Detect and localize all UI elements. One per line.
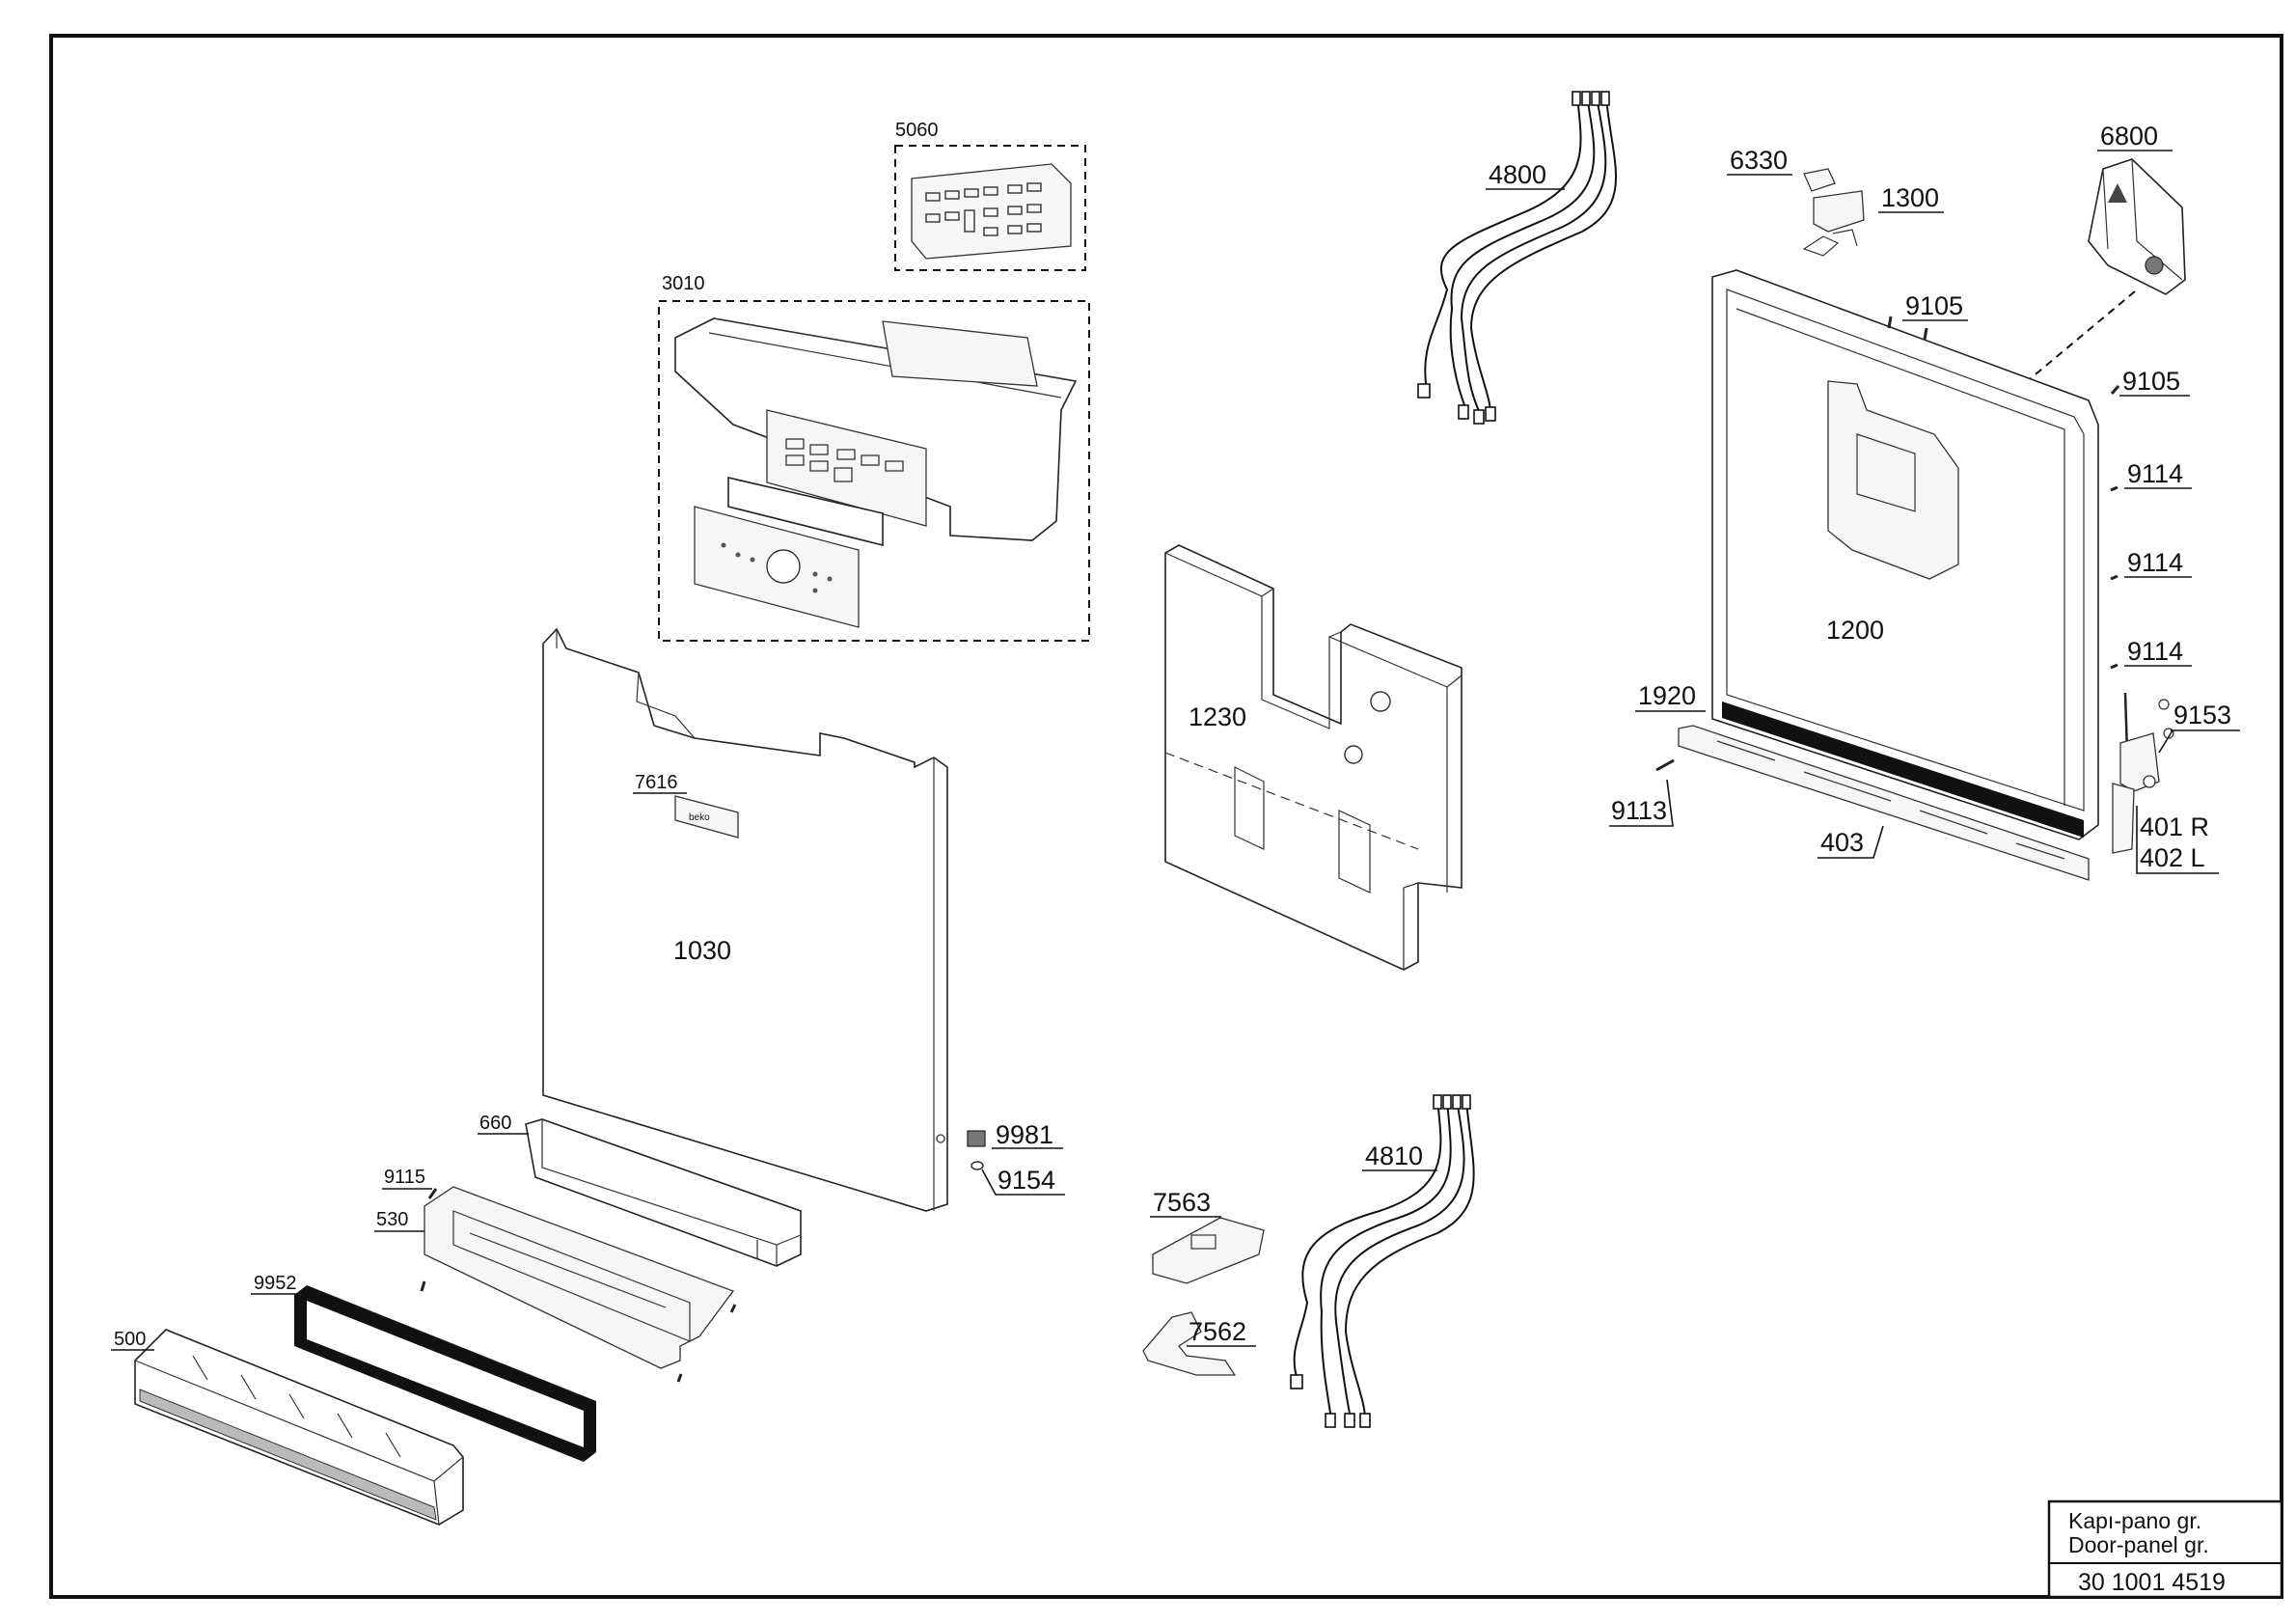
harness-4810: 4810 — [1290, 1094, 1475, 1428]
control-panel-assembly-3010: 3010 — [658, 273, 1090, 642]
label-3010: 3010 — [662, 273, 705, 294]
part-7562: 7562 — [1142, 1311, 1256, 1376]
insulation-sheet-1230: 1230 — [1164, 544, 1462, 971]
screw-9114-c: 9114 — [2110, 637, 2192, 670]
label-1200: 1200 — [1826, 616, 1884, 645]
screw-9105-top: 9105 — [1887, 291, 1968, 341]
label-9154: 9154 — [998, 1166, 1055, 1195]
label-7616: 7616 — [635, 772, 678, 793]
label-6800: 6800 — [2100, 122, 2158, 151]
label-9114-a: 9114 — [2127, 459, 2183, 488]
title-block-code: 30 1001 4519 — [2078, 1569, 2226, 1596]
title-block-name: Kapı-pano gr. Door-panel gr. — [2053, 1503, 2254, 1565]
label-6330: 6330 — [1730, 146, 1788, 175]
label-9114-c: 9114 — [2127, 637, 2183, 666]
small-screws — [420, 1280, 737, 1383]
hinge-401-402: 9153 401 R 402 L — [2112, 692, 2240, 874]
part-7563: 7563 — [1150, 1188, 1265, 1284]
title-block — [2047, 1499, 2283, 1599]
label-1300: 1300 — [1881, 183, 1939, 212]
label-9105-top: 9105 — [1905, 291, 1963, 320]
rail-403: 403 — [1678, 725, 2090, 881]
label-403: 403 — [1820, 828, 1864, 857]
label-9981: 9981 — [996, 1120, 1053, 1149]
label-4800: 4800 — [1489, 160, 1546, 189]
screw-9105-right: 9105 — [2110, 367, 2190, 397]
hardware-9154: 9154 — [970, 1161, 1065, 1196]
label-500: 500 — [114, 1329, 146, 1350]
gasket-1920: 1920 — [1635, 681, 2084, 838]
bracket-530: 530 — [374, 1186, 735, 1369]
label-530: 530 — [376, 1209, 408, 1230]
plinth-500: 500 — [111, 1329, 464, 1526]
label-9153: 9153 — [2173, 701, 2231, 729]
label-1920: 1920 — [1638, 681, 1696, 710]
screw-9114-a: 9114 — [2110, 459, 2192, 492]
label-1030: 1030 — [673, 936, 731, 965]
screw-9115: 9115 — [382, 1167, 438, 1199]
label-401: 401 R — [2140, 812, 2209, 841]
sheet-border — [49, 34, 2283, 1599]
label-9113: 9113 — [1611, 796, 1667, 825]
insulation-660: 660 — [478, 1113, 802, 1267]
label-402: 402 L — [2140, 843, 2205, 872]
title-line-turkish: Kapı-pano gr. — [2068, 1508, 2202, 1533]
label-7563: 7563 — [1153, 1188, 1211, 1217]
strip-9952: 9952 — [251, 1273, 596, 1462]
title-line-english: Door-panel gr. — [2068, 1532, 2209, 1557]
screw-9113: 9113 — [1609, 758, 1675, 827]
label-1230: 1230 — [1189, 702, 1246, 731]
inner-door-1200: 1200 — [1711, 269, 2099, 840]
label-9115: 9115 — [384, 1167, 425, 1188]
label-660: 660 — [479, 1113, 511, 1134]
label-9952: 9952 — [254, 1273, 297, 1294]
label-9105-right: 9105 — [2122, 367, 2180, 396]
screw-9114-b: 9114 — [2110, 548, 2192, 581]
label-5060: 5060 — [895, 120, 939, 141]
label-4810: 4810 — [1365, 1142, 1423, 1170]
label-9114-b: 9114 — [2127, 548, 2183, 577]
harness-4800: 4800 — [1417, 91, 1617, 425]
hardware-9981: 9981 — [967, 1120, 1063, 1149]
label-7562: 7562 — [1189, 1317, 1246, 1346]
control-board-5060: 5060 — [894, 120, 1086, 271]
svg-text:beko: beko — [689, 812, 710, 823]
door-panel-1030: beko 7616 1030 — [542, 627, 948, 1212]
latch-1300: 6330 1300 — [1727, 146, 1944, 257]
